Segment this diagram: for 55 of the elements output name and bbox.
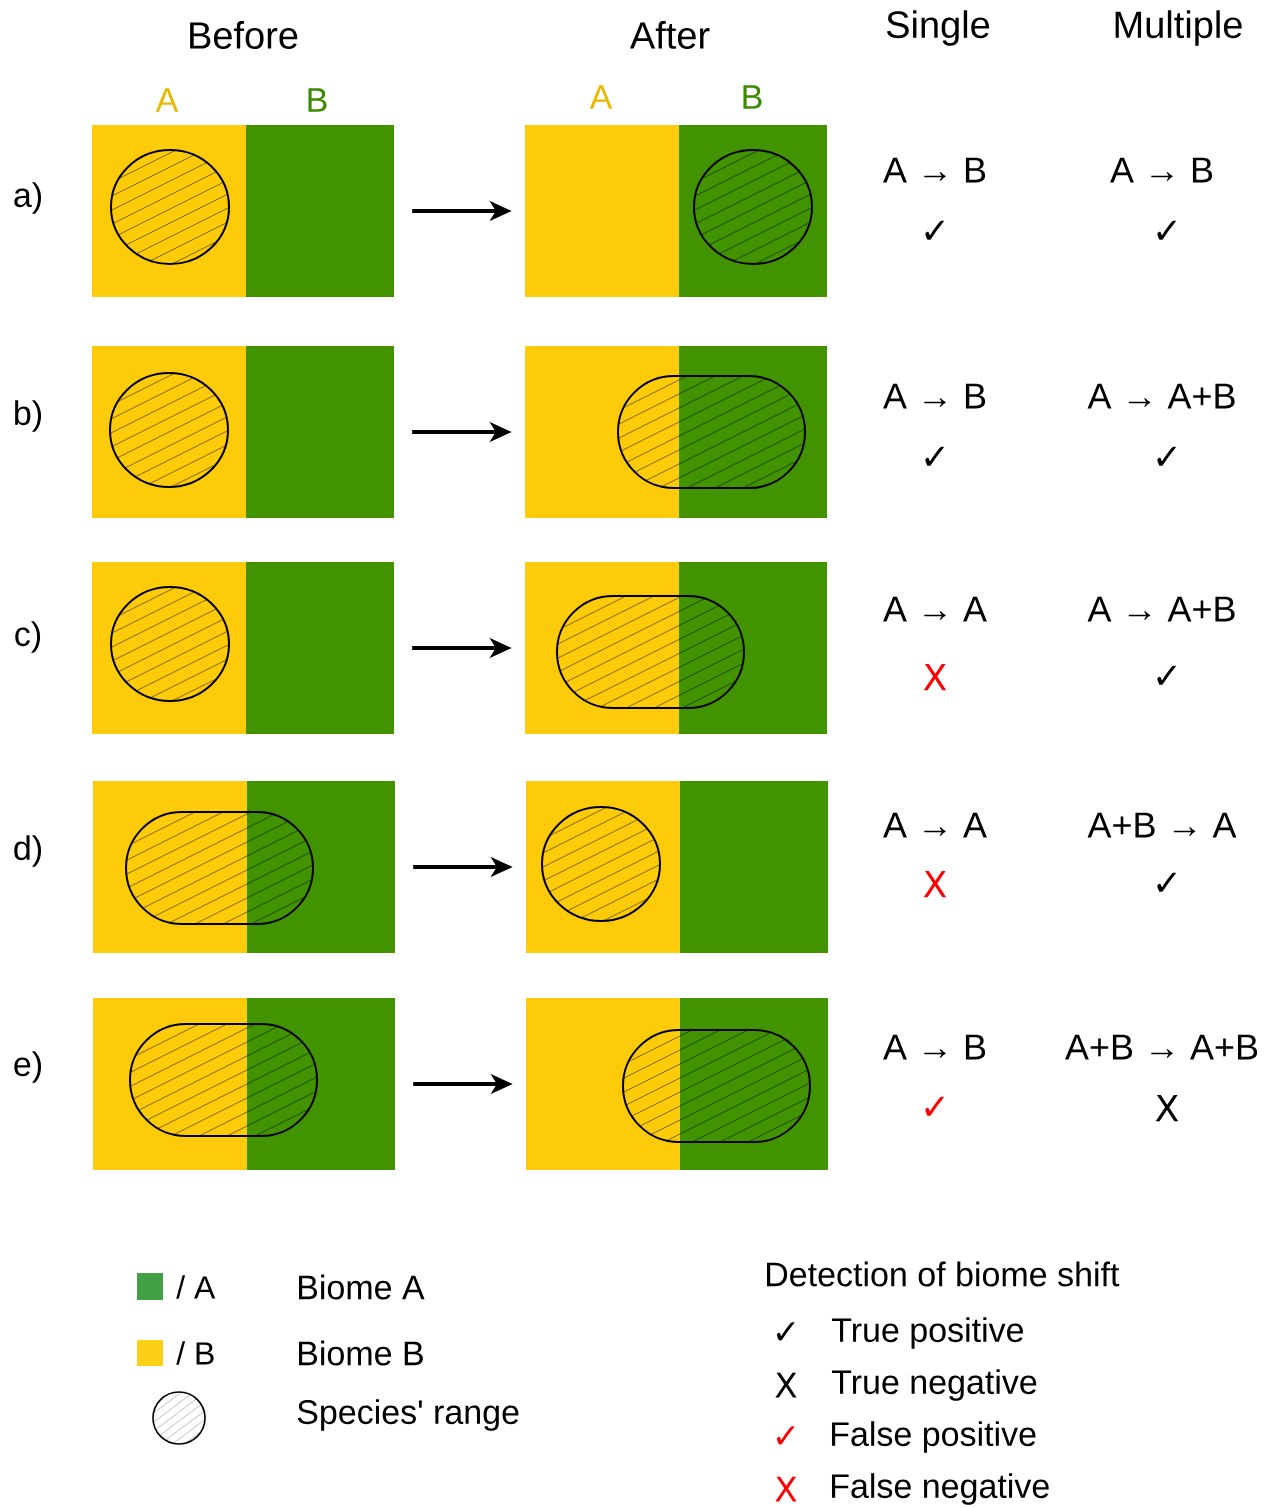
legend-label: Biome A — [299, 1274, 425, 1300]
legend-mark: X — [775, 1476, 797, 1502]
result-label: A → B — [883, 383, 986, 409]
biome-panel — [526, 781, 828, 953]
biome-panel — [93, 781, 395, 953]
biome-panel — [525, 562, 827, 734]
biome-panel — [93, 998, 395, 1170]
row-label: d) — [14, 835, 41, 867]
result-label: A → B — [883, 1034, 986, 1060]
result-label: A+B → A+B — [1065, 1034, 1258, 1060]
result-mark: ✓ — [925, 446, 944, 466]
row-label: b) — [15, 400, 41, 432]
legend-label: True positive — [831, 1317, 1023, 1349]
legend-mark: X — [775, 1372, 797, 1398]
legend-heading: Detection of biome shift — [767, 1261, 1120, 1287]
result-mark: ✓ — [1157, 665, 1176, 685]
legend-label: Species' range — [297, 1399, 519, 1431]
legend-label: False negative — [832, 1473, 1049, 1505]
row-label: e) — [14, 1051, 41, 1083]
legend-mark: ✓ — [776, 1322, 795, 1341]
result-label: A+B → A — [1087, 812, 1237, 838]
biome-panel — [526, 998, 828, 1170]
result-mark: X — [923, 663, 947, 691]
result-label: A → A — [883, 812, 987, 838]
result-label: A → A — [883, 596, 987, 622]
result-label: A → B — [883, 157, 986, 183]
result-mark: X — [923, 870, 947, 898]
legend-label: False positive — [832, 1421, 1036, 1453]
result-mark: ✓ — [1157, 220, 1176, 240]
result-mark: ✓ — [1157, 446, 1176, 466]
biome-panel — [92, 346, 394, 518]
biome-letter: A — [589, 85, 613, 109]
row-label: a) — [14, 182, 41, 214]
legend-symbol: / A — [176, 1275, 216, 1299]
result-mark: ✓ — [925, 220, 944, 240]
biome-letter: B — [743, 85, 762, 109]
column-heading: Multiple — [1115, 10, 1242, 46]
biome-letter: B — [308, 88, 327, 112]
biome-letter: A — [155, 88, 179, 112]
biome-panel — [525, 125, 827, 297]
result-label: A → A+B — [1087, 383, 1235, 409]
result-mark: ✓ — [1157, 872, 1176, 892]
result-mark: X — [1155, 1094, 1179, 1122]
biome-panel — [92, 562, 394, 734]
row-label: c) — [15, 621, 41, 653]
biome-panel — [92, 125, 394, 297]
legend-label: Biome B — [299, 1340, 423, 1366]
result-label: A → A+B — [1087, 596, 1235, 622]
result-label: A → B — [1110, 157, 1213, 183]
result-mark: ✓ — [925, 1096, 944, 1116]
biome-panel — [525, 346, 827, 518]
legend-symbol: / B — [176, 1341, 214, 1365]
legend-label: True negative — [831, 1369, 1037, 1401]
legend-mark: ✓ — [776, 1426, 795, 1445]
column-heading: Single — [886, 10, 990, 46]
